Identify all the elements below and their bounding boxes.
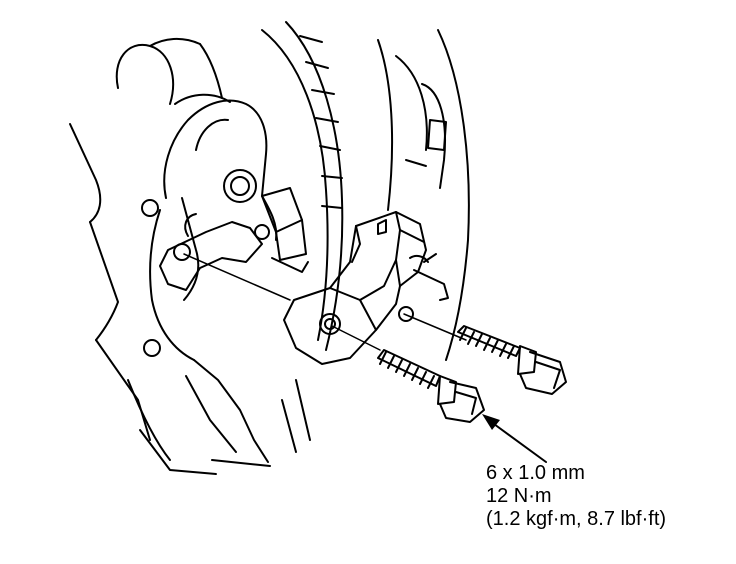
- bolt-size-text: 6 x 1.0 mm: [486, 462, 585, 484]
- belt-clip: [261, 187, 309, 273]
- timing-belt: [261, 21, 344, 351]
- auto-tensioner: [283, 211, 429, 365]
- stopper-pin: [413, 253, 449, 301]
- torque-alt-text: (1.2 kgf·m, 8.7 lbf·ft): [486, 508, 667, 530]
- engine-block: [69, 38, 271, 475]
- bolt-upper: [457, 325, 567, 395]
- alignment-line: [183, 253, 467, 351]
- torque-nm-text: 12 N·m: [486, 485, 552, 507]
- torque-spec-label: 6 x 1.0 mm 12 N·m (1.2 kgf·m, 8.7 lbf·ft…: [486, 462, 666, 531]
- bolt-lower: [377, 349, 485, 423]
- mounting-plate: [141, 99, 278, 357]
- spec-arrowhead: [482, 414, 500, 430]
- engine-cover-edge: [281, 29, 470, 453]
- spec-leader-arrow: [493, 423, 547, 463]
